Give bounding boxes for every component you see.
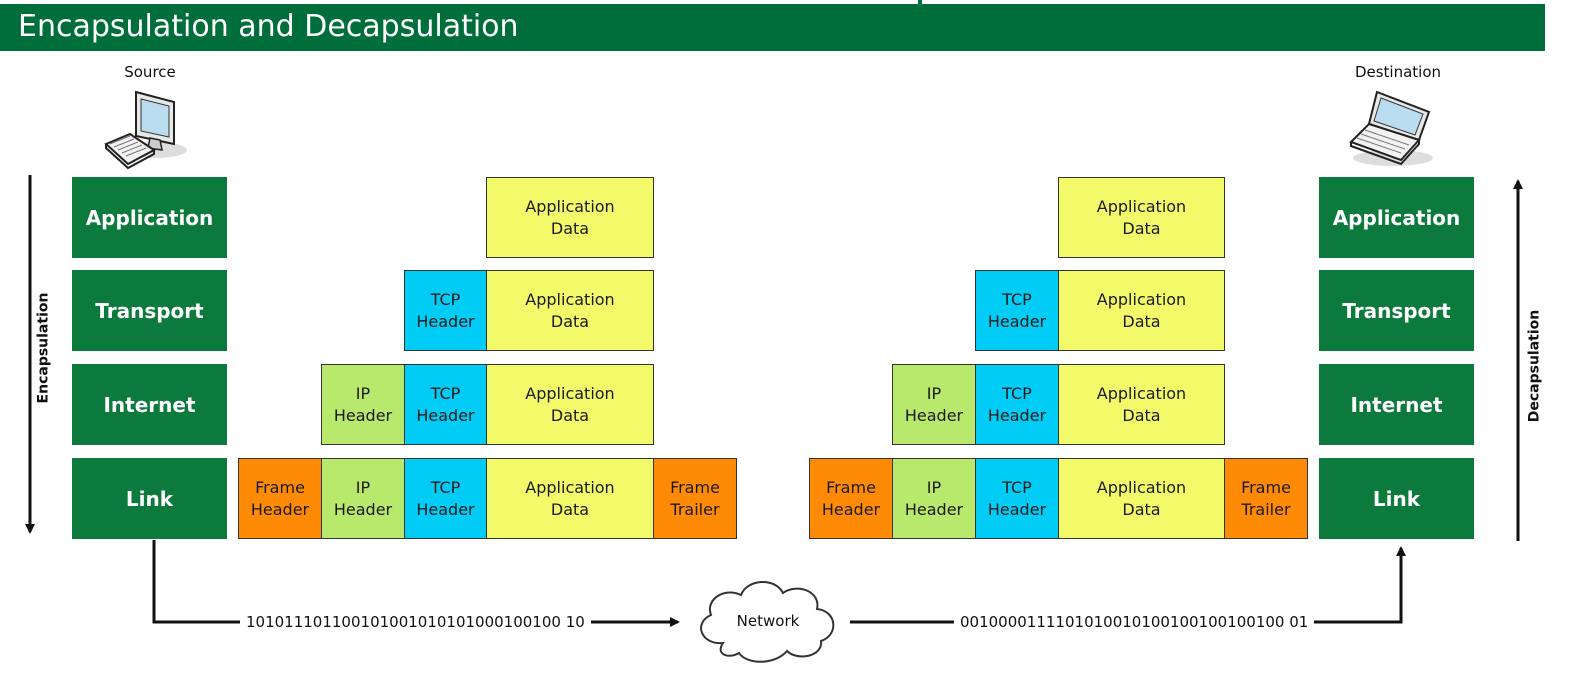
dst-link-application-data: Application Data	[1058, 458, 1225, 539]
dst-transport-tcp-header: TCP Header	[975, 270, 1059, 351]
dst-internet-application-data: Application Data	[1058, 364, 1225, 445]
dst-internet-tcp-header: TCP Header	[975, 364, 1059, 445]
src-link-application-data: Application Data	[486, 458, 654, 539]
laptop-icon	[1349, 90, 1433, 166]
dst-link-frame-header: Frame Header	[809, 458, 893, 539]
src-link-frame-header: Frame Header	[238, 458, 322, 539]
source-caption: Source	[124, 63, 176, 81]
source-layer-internet: Internet	[72, 364, 227, 445]
source-layer-link: Link	[72, 458, 227, 539]
destination-layer-link: Link	[1319, 458, 1474, 539]
src-internet-ip-header: IP Header	[321, 364, 405, 445]
source-layer-application: Application	[72, 177, 227, 258]
encapsulation-label: Encapsulation	[33, 288, 54, 408]
dst-link-ip-header: IP Header	[892, 458, 976, 539]
dst-link-frame-trailer: Frame Trailer	[1224, 458, 1308, 539]
destination-layer-transport: Transport	[1319, 270, 1474, 351]
dst-transport-application-data: Application Data	[1058, 270, 1225, 351]
title-notch	[918, 0, 922, 5]
dst-internet-ip-header: IP Header	[892, 364, 976, 445]
network-label: Network	[736, 612, 800, 630]
source-to-network-line	[152, 540, 680, 627]
cloud-icon	[700, 581, 835, 663]
src-link-frame-trailer: Frame Trailer	[653, 458, 737, 539]
src-internet-tcp-header: TCP Header	[404, 364, 487, 445]
desktop-computer-icon	[104, 90, 187, 170]
dst-link-tcp-header: TCP Header	[975, 458, 1059, 539]
source-layer-transport: Transport	[72, 270, 227, 351]
destination-layer-internet: Internet	[1319, 364, 1474, 445]
bits-received: 0010000111101010010100100100100100 01	[954, 613, 1315, 631]
network-to-destination-line	[850, 546, 1406, 624]
decapsulation-label: Decapsulation	[1524, 305, 1545, 427]
bits-sent: 101011101100101001010101000100100 10	[240, 613, 591, 631]
dst-application-data: Application Data	[1058, 177, 1225, 258]
src-application-data: Application Data	[486, 177, 654, 258]
title-bar: Encapsulation and Decapsulation	[0, 4, 1545, 51]
destination-layer-application: Application	[1319, 177, 1474, 258]
destination-caption: Destination	[1354, 63, 1442, 81]
src-transport-application-data: Application Data	[486, 270, 654, 351]
src-internet-application-data: Application Data	[486, 364, 654, 445]
page-title: Encapsulation and Decapsulation	[18, 9, 519, 44]
